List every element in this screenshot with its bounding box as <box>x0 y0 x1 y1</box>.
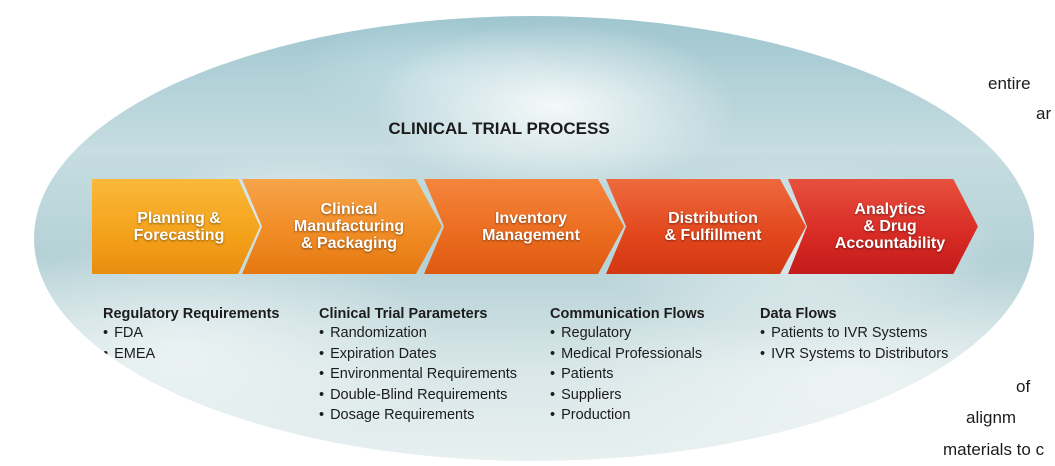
column-regulatory-requirements: Regulatory Requirements •FDA •EMEA <box>103 306 279 364</box>
step-clinical-manufacturing-packaging: Clinical Manufacturing & Packaging <box>242 179 442 274</box>
step-label: Planning & Forecasting <box>133 209 225 244</box>
list-item: •IVR Systems to Distributors <box>760 345 949 362</box>
list-item: •Medical Professionals <box>550 345 703 362</box>
column-heading: Data Flows <box>760 306 837 322</box>
clipped-text-entire: entire <box>988 74 1031 93</box>
clipped-text-of: of <box>1016 377 1031 396</box>
list-item: •FDA <box>103 325 144 341</box>
list-item: •Patients to IVR Systems <box>760 325 928 341</box>
list-item: •Expiration Dates <box>319 345 437 362</box>
column-heading: Regulatory Requirements <box>103 306 280 322</box>
list-item: •Suppliers <box>550 386 622 403</box>
clipped-text-materials: materials to c <box>943 440 1045 459</box>
step-inventory-management: Inventory Management <box>424 179 624 274</box>
step-label: Clinical Manufacturing & Packaging <box>293 201 405 252</box>
clipped-text-ar: ar <box>1036 104 1052 123</box>
diagram-title: CLINICAL TRIAL PROCESS <box>388 119 610 138</box>
list-item: •Randomization <box>319 325 427 341</box>
column-clinical-trial-parameters: Clinical Trial Parameters •Randomization… <box>319 306 517 426</box>
list-item: •Dosage Requirements <box>319 407 475 423</box>
step-label: Analytics & Drug Accountability <box>834 201 946 252</box>
water-oval-background: CLINICAL TRIAL PROCESS Planning & Foreca… <box>34 16 1034 461</box>
step-planning-forecasting: Planning & Forecasting <box>92 179 260 274</box>
step-label: Inventory Management <box>482 209 580 244</box>
clipped-text-alignm: alignm <box>966 408 1017 427</box>
column-communication-flows: Communication Flows •Regulatory •Medical… <box>550 306 705 426</box>
step-distribution-fulfillment: Distribution & Fulfillment <box>606 179 806 274</box>
column-heading: Communication Flows <box>550 306 705 322</box>
step-label: Distribution & Fulfillment <box>664 209 762 244</box>
column-data-flows: Data Flows •Patients to IVR Systems •IVR… <box>760 306 948 364</box>
list-item: •Patients <box>550 366 614 382</box>
column-heading: Clinical Trial Parameters <box>319 306 488 322</box>
list-item: •EMEA <box>103 345 156 362</box>
list-item: •Regulatory <box>550 325 632 341</box>
step-analytics-drug-accountability: Analytics & Drug Accountability <box>788 179 978 274</box>
list-item: •Production <box>550 407 631 423</box>
list-item: •Environmental Requirements <box>319 366 518 382</box>
list-item: •Double-Blind Requirements <box>319 386 508 403</box>
